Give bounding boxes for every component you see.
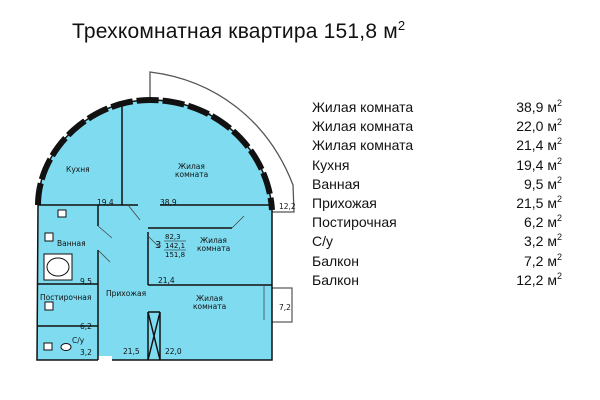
- area-laundry: 6,2: [80, 322, 92, 331]
- area-kitchen: 19,4: [97, 198, 114, 207]
- area-hall: 21,5: [123, 347, 140, 356]
- area-living-low: 22,0: [165, 347, 182, 356]
- legend-room-area: 12,2 м2: [516, 270, 562, 288]
- area-bath: 9,5: [80, 277, 92, 286]
- legend-row: Балкон 12,2 м2: [312, 271, 562, 290]
- label-living-big-2: комната: [175, 170, 208, 179]
- label-wc: С/у: [72, 336, 85, 345]
- summary-useful: 142,1: [165, 242, 185, 250]
- legend-room-name: Жилая комната: [312, 118, 414, 135]
- area-wc: 3,2: [80, 348, 92, 357]
- area-balcony-big: 12,2: [279, 202, 296, 211]
- interior-walls: [38, 104, 272, 361]
- summary-badge: 3 82,3 142,1 151,8: [155, 233, 186, 259]
- label-living-low-1: Жилая: [196, 294, 223, 303]
- legend-row: Кухня 19,4 м2: [312, 156, 562, 175]
- page-title: Трехкомнатная квартира 151,8 м2: [72, 18, 406, 43]
- legend-row: Прихожая 21,5 м2: [312, 194, 562, 213]
- legend-row: Балкон 7,2 м2: [312, 252, 562, 271]
- legend-room-name: Ванная: [312, 175, 360, 192]
- legend-room-area: 21,5 м2: [516, 193, 562, 211]
- legend-row: Ванная 9,5 м2: [312, 175, 562, 194]
- legend-row: Жилая комната 38,9 м2: [312, 98, 562, 117]
- room-area-legend: Жилая комната 38,9 м2 Жилая комната 22,0 м…: [312, 98, 562, 290]
- apartment-fill: [36, 99, 273, 361]
- legend-room-name: Прихожая: [312, 194, 377, 211]
- door-swings: [97, 204, 265, 320]
- label-laundry: Постирочная: [40, 293, 91, 302]
- legend-room-area: 22,0 м2: [516, 117, 562, 135]
- legend-room-name: Кухня: [312, 156, 350, 173]
- legend-room-name: С/у: [312, 233, 333, 250]
- area-living-big: 38,9: [160, 198, 177, 207]
- floor-plan: Кухня Жилая комната Ванная Постирочная С…: [35, 71, 296, 364]
- legend-room-area: 3,2 м2: [524, 232, 562, 250]
- label-kitchen: Кухня: [66, 165, 90, 174]
- legend-room-area: 38,9 м2: [516, 98, 562, 116]
- summary-total: 151,8: [165, 251, 185, 259]
- entrance-gap: [98, 356, 112, 364]
- legend-room-area: 19,4 м2: [516, 155, 562, 173]
- label-hall: Прихожая: [106, 289, 146, 298]
- legend-room-area: 7,2 м2: [524, 251, 562, 269]
- legend-room-name: Постирочная: [312, 214, 397, 231]
- legend-room-area: 21,4 м2: [516, 136, 562, 154]
- outer-wall: [35, 96, 275, 211]
- label-living-low-2: комната: [193, 302, 226, 311]
- label-living-mid-1: Жилая: [200, 236, 227, 245]
- label-living-mid-2: комната: [197, 244, 230, 253]
- summary-rooms: 3: [155, 240, 161, 251]
- legend-room-name: Жилая комната: [312, 99, 414, 115]
- legend-row: Жилая комната 21,4 м2: [312, 136, 562, 155]
- legend-room-area: 6,2 м2: [524, 213, 562, 231]
- legend-row: Постирочная 6,2 м2: [312, 213, 562, 232]
- legend-room-area: 9,5 м2: [524, 174, 562, 192]
- summary-living: 82,3: [165, 233, 181, 241]
- bath-fixtures: [43, 209, 73, 351]
- label-bath: Ванная: [57, 239, 86, 248]
- legend-row: Жилая комната 22,0 м2: [312, 117, 562, 136]
- legend-row: С/у 3,2 м2: [312, 232, 562, 251]
- label-living-big-1: Жилая: [178, 162, 205, 171]
- legend-room-name: Балкон: [312, 252, 359, 269]
- area-living-mid: 21,4: [158, 276, 175, 285]
- area-balcony-small: 7,2: [279, 303, 291, 312]
- legend-room-name: Балкон: [312, 271, 359, 288]
- legend-room-name: Жилая комната: [312, 137, 414, 154]
